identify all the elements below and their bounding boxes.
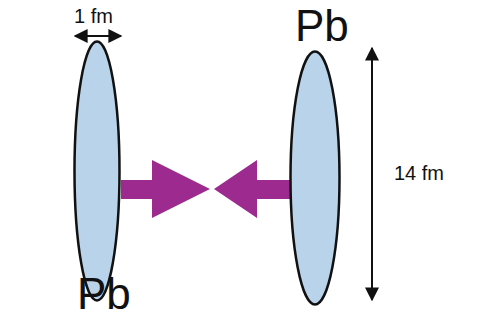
nucleus-outline: [289, 50, 341, 306]
height-dimension-arrow: [371, 48, 373, 300]
nucleus-ellipse-shape: [75, 42, 120, 301]
nucleus-ellipse-shape: [291, 52, 340, 305]
width-dimension-arrow: [75, 35, 121, 37]
nucleus-label: Pb: [77, 272, 131, 316]
nucleus-outline: [73, 40, 121, 302]
nucleus-ellipse: Pb: [73, 40, 121, 302]
nucleus-ellipse: Pb: [289, 50, 341, 306]
motion-arrow: [121, 160, 210, 218]
dimension-label: 1 fm: [74, 6, 113, 26]
dimension-label: 14 fm: [394, 163, 444, 183]
motion-arrow: [214, 160, 290, 218]
nucleus-label: Pb: [295, 4, 349, 48]
